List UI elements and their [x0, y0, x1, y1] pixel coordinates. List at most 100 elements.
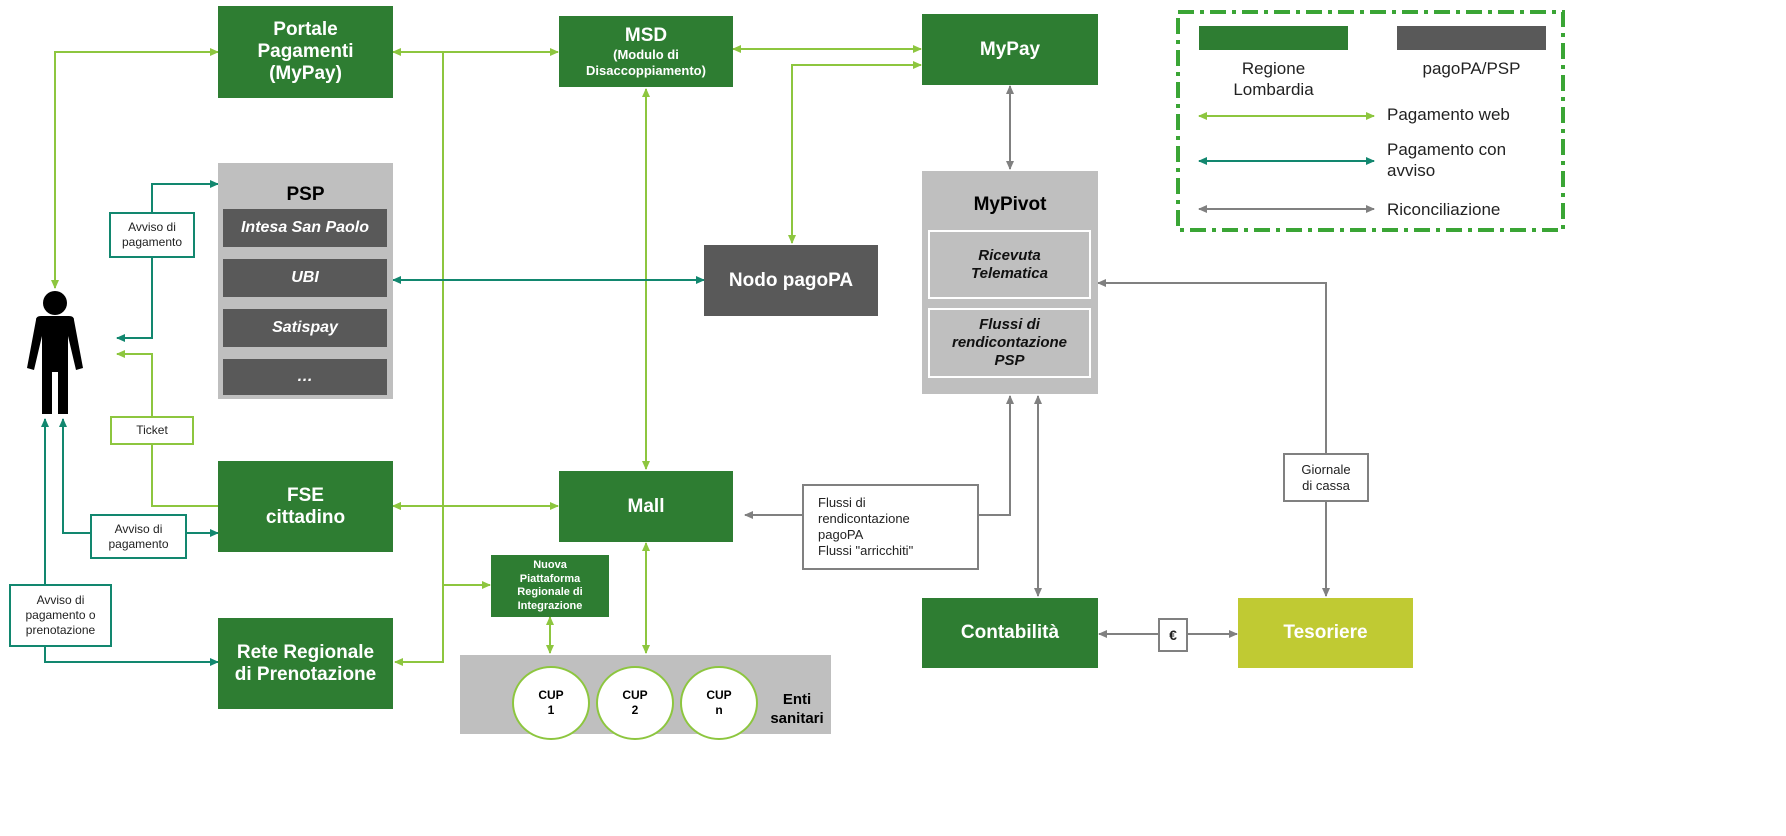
cup-n-line-2: n	[715, 703, 723, 717]
mall-node[interactable]: Mall	[559, 471, 733, 542]
label-avviso-rete-3: prenotazione	[25, 623, 96, 637]
legend-avviso-1: Pagamento con	[1387, 140, 1507, 159]
nodo-label: Nodo pagoPA	[728, 269, 854, 291]
label-avviso-fse: Avviso di pagamento	[90, 514, 187, 559]
mypivot-flussi[interactable]: Flussi di rendicontazione PSP	[928, 308, 1091, 378]
legend-web: Pagamento web	[1387, 104, 1510, 125]
label-flussi-3: pagoPA	[818, 527, 864, 542]
label-ticket-text: Ticket	[136, 423, 168, 437]
arrow-avviso-psp	[116, 180, 219, 342]
legend-regione-2: Lombardia	[1233, 80, 1314, 99]
enti-line-2: sanitari	[770, 710, 824, 727]
cup-2-line-1: CUP	[622, 688, 648, 702]
label-giornale-1: Giornale	[1301, 461, 1351, 477]
psp-title: PSP	[286, 184, 325, 205]
tesoriere-node[interactable]: Tesoriere	[1238, 598, 1413, 668]
legend-avviso: Pagamento con avviso	[1387, 139, 1506, 181]
mypivot-title: MyPivot	[973, 194, 1047, 215]
msd-node[interactable]: MSD (Modulo di Disaccoppiamento)	[559, 16, 733, 87]
legend-riconciliazione-text: Riconciliazione	[1387, 200, 1501, 219]
legend-pagopa: pagoPA/PSP	[1397, 58, 1546, 79]
mypivot-ricevuta[interactable]: Ricevuta Telematica	[928, 230, 1091, 299]
portale-pagamenti-node[interactable]: Portale Pagamenti (MyPay)	[218, 6, 393, 98]
legend-regione: Regione Lombardia	[1199, 58, 1348, 100]
cup-2[interactable]: CUP 2	[596, 666, 674, 740]
legend-regione-1: Regione	[1241, 59, 1306, 78]
label-flussi-1: Flussi di	[818, 495, 866, 510]
legend-pagopa-text: pagoPA/PSP	[1422, 59, 1521, 78]
legend-riconciliazione: Riconciliazione	[1387, 199, 1500, 220]
psp-item-ubi[interactable]: UBI	[223, 259, 387, 297]
msd-title: MSD	[624, 24, 668, 46]
cup-1[interactable]: CUP 1	[512, 666, 590, 740]
psp-item-ubi-label: UBI	[291, 269, 319, 286]
web-arrows	[51, 45, 922, 666]
rete-regionale-node[interactable]: Rete Regionale di Prenotazione	[218, 618, 393, 709]
arrow-giornale	[1097, 279, 1330, 597]
arrow-avviso-rete	[41, 418, 219, 666]
fse-line-2: cittadino	[265, 506, 346, 528]
legend-swatch-pagopa	[1397, 26, 1546, 50]
cup-1-line-2: 1	[547, 703, 555, 717]
fse-line-1: FSE	[287, 484, 324, 506]
label-flussi-2: rendicontazione	[818, 511, 910, 526]
nuova-line-1: Nuova	[533, 559, 567, 571]
arrow-nodo-mypay	[788, 61, 922, 244]
label-avviso-fse-1: Avviso di	[114, 521, 163, 536]
label-avviso-rete: Avviso di pagamento o prenotazione	[9, 584, 112, 647]
ricevuta-line-1: Ricevuta	[978, 246, 1041, 264]
label-avviso-psp-1: Avviso di	[128, 220, 176, 234]
label-avviso-rete-1: Avviso di	[36, 593, 85, 607]
psp-item-intesa-label: Intesa San Paolo	[240, 219, 370, 236]
rete-line-1: Rete Regionale	[236, 641, 375, 663]
enti-line-1: Enti	[782, 691, 812, 708]
mypay-node[interactable]: MyPay	[922, 14, 1098, 85]
psp-item-intesa[interactable]: Intesa San Paolo	[223, 209, 387, 247]
nuova-piattaforma-node[interactable]: Nuova Piattaforma Regionale di Integrazi…	[491, 555, 609, 617]
nuova-line-2: Piattaforma	[519, 572, 581, 585]
cup-2-line-2: 2	[631, 703, 639, 717]
nuova-line-4: Integrazione	[517, 599, 583, 612]
rete-line-2: di Prenotazione	[234, 663, 377, 685]
arrow-portale-person	[51, 48, 219, 289]
psp-item-more-label: …	[297, 368, 313, 385]
tesoriere-label: Tesoriere	[1283, 622, 1368, 643]
euro-badge: €	[1158, 618, 1188, 652]
contabilita-label: Contabilità	[960, 622, 1060, 643]
psp-item-more[interactable]: …	[223, 359, 387, 395]
cup-1-line-1: CUP	[538, 688, 564, 702]
cup-n[interactable]: CUP n	[680, 666, 758, 740]
legend-swatch-regione	[1199, 26, 1348, 50]
flussi-psp-line-2: rendicontazione	[951, 334, 1067, 351]
label-flussi-4: Flussi "arricchiti"	[818, 543, 914, 558]
mall-label: Mall	[627, 495, 665, 517]
avviso-arrows	[41, 180, 705, 666]
legend-web-text: Pagamento web	[1387, 105, 1510, 124]
label-avviso-rete-2: pagamento o	[25, 608, 96, 622]
nuova-line-3: Regionale di	[517, 586, 583, 598]
flussi-psp-line-3: PSP	[994, 352, 1025, 369]
msd-sub-2: Disaccoppiamento)	[586, 62, 706, 78]
portale-line-3: (MyPay)	[269, 63, 342, 84]
enti-label: Enti sanitari	[764, 690, 830, 728]
label-giornale-di-cassa: Giornale di cassa	[1283, 453, 1369, 502]
legend-avviso-2: avviso	[1387, 161, 1436, 180]
label-avviso-psp-2: pagamento	[121, 235, 183, 249]
portale-line-1: Portale	[273, 19, 338, 40]
psp-item-satispay[interactable]: Satispay	[223, 309, 387, 347]
arrow-bus	[395, 52, 444, 663]
ricevuta-line-2: Telematica	[971, 264, 1048, 282]
label-ticket: Ticket	[110, 416, 194, 445]
connections-layer	[27, 10, 1565, 666]
contabilita-node[interactable]: Contabilità	[922, 598, 1098, 668]
portale-line-2: Pagamenti	[257, 41, 354, 62]
nodo-pagopa-node[interactable]: Nodo pagoPA	[704, 245, 878, 316]
cup-n-line-1: CUP	[706, 688, 732, 702]
euro-symbol: €	[1169, 626, 1177, 643]
msd-sub-1: (Modulo di	[613, 46, 679, 62]
label-avviso-psp: Avviso di pagamento	[109, 212, 195, 258]
person-icon	[27, 291, 83, 414]
label-flussi-pagopa: Flussi di rendicontazione pagoPA Flussi …	[802, 484, 979, 570]
label-giornale-2: di cassa	[1302, 477, 1350, 493]
fse-cittadino-node[interactable]: FSE cittadino	[218, 461, 393, 552]
